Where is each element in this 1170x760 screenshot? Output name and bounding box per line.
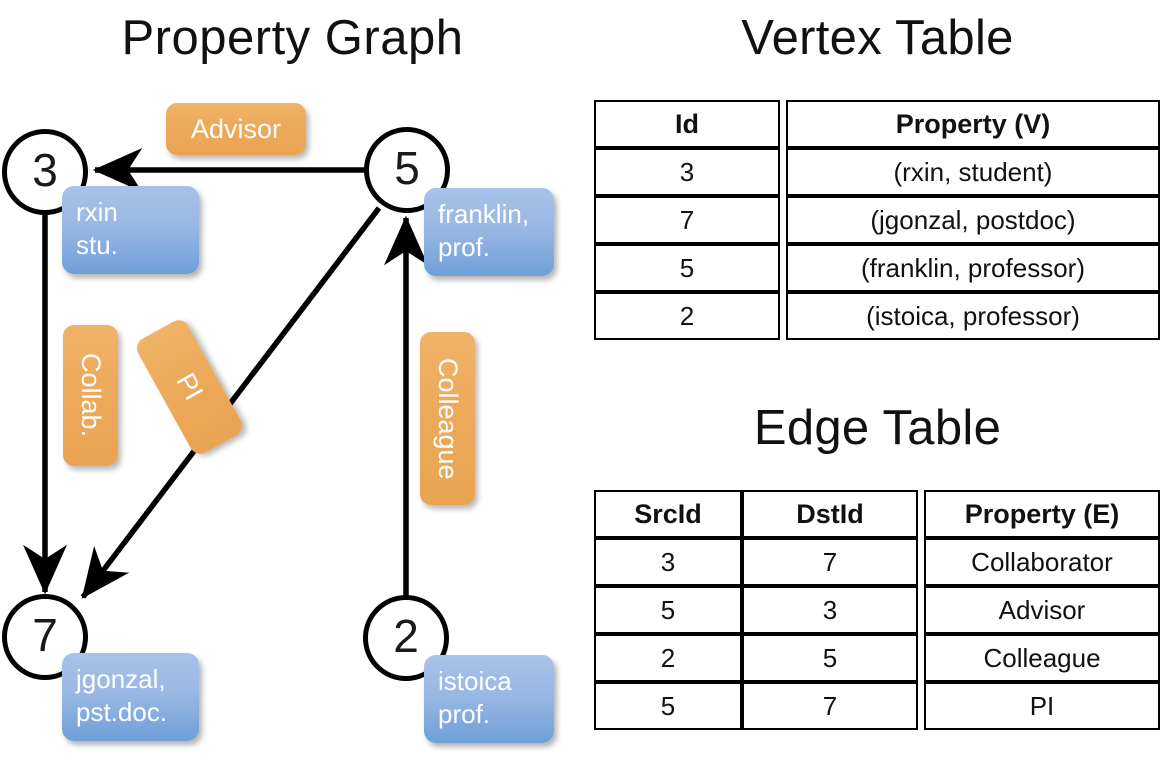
edge-row-3-dstid: 7	[742, 682, 918, 730]
edge-label-colleague[interactable]: Colleague	[420, 332, 475, 505]
edge-table: SrcId DstId Property (E) 3 7 Collaborato…	[594, 490, 1160, 730]
edge-table-header-srcid: SrcId	[594, 490, 742, 538]
edge-row-0-srcid: 3	[594, 538, 742, 586]
vertex-row-0-property: (rxin, student)	[786, 148, 1160, 196]
property-graph-panel: Property Graph 3 5 7 2 rxin stu. frankli…	[2, 11, 554, 743]
vertex-row-1-property: (jgonzal, postdoc)	[786, 196, 1160, 244]
vertex-table-header-row: Id Property (V)	[594, 100, 1160, 148]
vertex-3-property-line-1: rxin	[76, 197, 118, 227]
table-row[interactable]: 3 7 Collaborator	[594, 538, 1160, 586]
vertex-5-property-line-2: prof.	[438, 232, 491, 263]
vertex-node-7-label: 7	[32, 609, 58, 661]
vertex-7-property-line-2: pst.doc.	[76, 697, 168, 728]
edge-label-collab[interactable]: Collab.	[63, 325, 118, 466]
vertex-node-2-label: 2	[393, 610, 419, 662]
edge-table-header-row: SrcId DstId Property (E)	[594, 490, 1160, 538]
edge-row-1-dstid: 3	[742, 586, 918, 634]
vertex-table-header-id: Id	[594, 100, 780, 148]
vertex-2-property-line-2: prof.	[438, 699, 491, 730]
vertex-node-3-label: 3	[32, 144, 58, 196]
edge-row-1-srcid: 5	[594, 586, 742, 634]
edge-row-1-property: Advisor	[924, 586, 1160, 634]
vertex-table: Id Property (V) 3 (rxin, student) 7 (jgo…	[594, 100, 1160, 340]
vertex-table-header-property: Property (V)	[786, 100, 1160, 148]
edge-table-title: Edge Table	[753, 401, 1002, 455]
vertex-row-1-id: 7	[594, 196, 780, 244]
edge-row-3-property: PI	[924, 682, 1160, 730]
edge-table-header-property: Property (E)	[924, 490, 1160, 538]
vertex-row-2-id: 5	[594, 244, 780, 292]
table-row[interactable]: 3 (rxin, student)	[594, 148, 1160, 196]
edge-label-advisor[interactable]: Advisor	[166, 103, 306, 155]
vertex-3-property-line-2: stu.	[76, 230, 118, 261]
edge-row-2-srcid: 2	[594, 634, 742, 682]
edge-row-2-property: Colleague	[924, 634, 1160, 682]
table-row[interactable]: 7 (jgonzal, postdoc)	[594, 196, 1160, 244]
vertex-table-title: Vertex Table	[741, 11, 1014, 65]
edge-row-0-property: Collaborator	[924, 538, 1160, 586]
vertex-node-5[interactable]: 5	[364, 127, 450, 213]
edge-row-3-srcid: 5	[594, 682, 742, 730]
vertex-7-property-line-1: jgonzal,	[76, 664, 166, 694]
vertex-3-property-box[interactable]: rxin stu.	[62, 186, 199, 274]
vertex-node-2[interactable]: 2	[363, 595, 449, 681]
vertex-7-property-box[interactable]: jgonzal, pst.doc.	[62, 653, 199, 741]
vertex-2-property-box[interactable]: istoica prof.	[424, 655, 554, 743]
vertex-2-property-line-1: istoica	[438, 666, 512, 696]
vertex-5-property-line-1: franklin,	[438, 199, 530, 229]
vertex-row-3-id: 2	[594, 292, 780, 340]
edge-row-0-dstid: 7	[742, 538, 918, 586]
edge-row-2-dstid: 5	[742, 634, 918, 682]
vertex-row-2-property: (franklin, professor)	[786, 244, 1160, 292]
table-row[interactable]: 2 5 Colleague	[594, 634, 1160, 682]
tables-panel: Vertex Table Id Property (V) 3 (rxin, st…	[585, 0, 1170, 760]
table-row[interactable]: 5 (franklin, professor)	[594, 244, 1160, 292]
vertex-5-property-box[interactable]: franklin, prof.	[424, 188, 554, 276]
table-row[interactable]: 2 (istoica, professor)	[594, 292, 1160, 340]
table-row[interactable]: 5 3 Advisor	[594, 586, 1160, 634]
edge-table-header-dstid: DstId	[742, 490, 918, 538]
property-graph-title: Property Graph	[121, 11, 464, 65]
vertex-node-5-label: 5	[394, 142, 420, 194]
vertex-row-0-id: 3	[594, 148, 780, 196]
vertex-row-3-property: (istoica, professor)	[786, 292, 1160, 340]
table-row[interactable]: 5 7 PI	[594, 682, 1160, 730]
